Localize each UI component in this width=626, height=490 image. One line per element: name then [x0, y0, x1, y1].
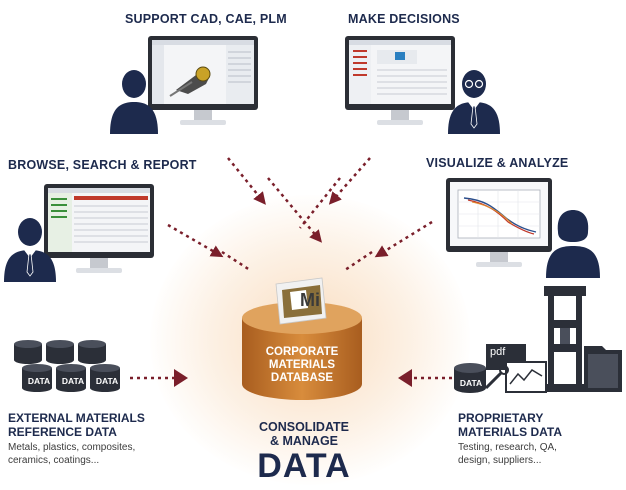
- database-label-line2: MATERIALS: [268, 359, 336, 371]
- external-desc-2: ceramics, coatings...: [8, 455, 100, 466]
- cylinder-label-3: DATA: [95, 376, 119, 386]
- arrow-browse-inner: [267, 177, 323, 243]
- arrow-lower-right: [344, 250, 373, 272]
- proprietary-block: PROPRIETARY MATERIALS DATA Testing, rese…: [458, 412, 562, 467]
- proprietary-data-illustration: [454, 286, 622, 393]
- person-icon-browse: [4, 218, 56, 282]
- mi-logo: [275, 277, 327, 325]
- cylinder-label-2: DATA: [61, 376, 85, 386]
- external-block: EXTERNAL MATERIALS REFERENCE DATA Metals…: [8, 412, 145, 467]
- arrow-proprietary-head: [398, 369, 412, 387]
- proprietary-desc-2: design, suppliers...: [458, 455, 542, 466]
- arrow-support-cad: [227, 157, 266, 205]
- monitor-browse: [44, 184, 154, 273]
- label-support-cad: SUPPORT CAD, CAE, PLM: [125, 12, 287, 26]
- mi-logo-text: Mi: [300, 290, 320, 310]
- monitor-cad: [148, 36, 258, 125]
- consolidate-big: DATA: [257, 447, 351, 485]
- external-title-1: EXTERNAL MATERIALS: [8, 411, 145, 425]
- label-make-decisions: MAKE DECISIONS: [348, 12, 460, 26]
- person-icon-decisions: [448, 70, 500, 134]
- person-icon-visualize: [546, 210, 600, 278]
- external-desc-1: Metals, plastics, composites,: [8, 442, 136, 453]
- arrow-external-head: [174, 369, 188, 387]
- arrow-visualize: [374, 220, 433, 258]
- monitor-visualize: [446, 178, 552, 267]
- consolidate-line2: & MANAGE: [269, 434, 339, 448]
- cylinder-label-1: DATA: [27, 376, 51, 386]
- person-icon-cad: [110, 70, 158, 134]
- database-label-line1: CORPORATE: [265, 346, 339, 358]
- arrow-make-decisions: [328, 157, 371, 205]
- proprietary-title-1: PROPRIETARY: [458, 411, 544, 425]
- arrow-browse: [167, 223, 224, 258]
- label-visualize: VISUALIZE & ANALYZE: [426, 156, 569, 170]
- consolidate-block: CONSOLIDATE & MANAGE DATA: [224, 420, 384, 484]
- external-data-cylinders: [14, 340, 120, 392]
- proprietary-desc-1: Testing, research, QA,: [458, 442, 557, 453]
- monitor-decisions: [345, 36, 455, 125]
- database-label: CORPORATE MATERIALS DATABASE: [236, 346, 368, 385]
- arrow-decisions-inner: [299, 177, 341, 229]
- external-title-2: REFERENCE DATA: [8, 425, 117, 439]
- arrow-lower-left: [221, 250, 251, 272]
- corporate-database: [242, 277, 362, 400]
- cylinder-label-right: DATA: [459, 378, 483, 388]
- label-browse-search: BROWSE, SEARCH & REPORT: [8, 158, 197, 172]
- consolidate-line1: CONSOLIDATE: [258, 420, 350, 434]
- proprietary-title-2: MATERIALS DATA: [458, 425, 562, 439]
- pdf-label: pdf: [490, 346, 506, 358]
- database-label-line3: DATABASE: [270, 372, 334, 384]
